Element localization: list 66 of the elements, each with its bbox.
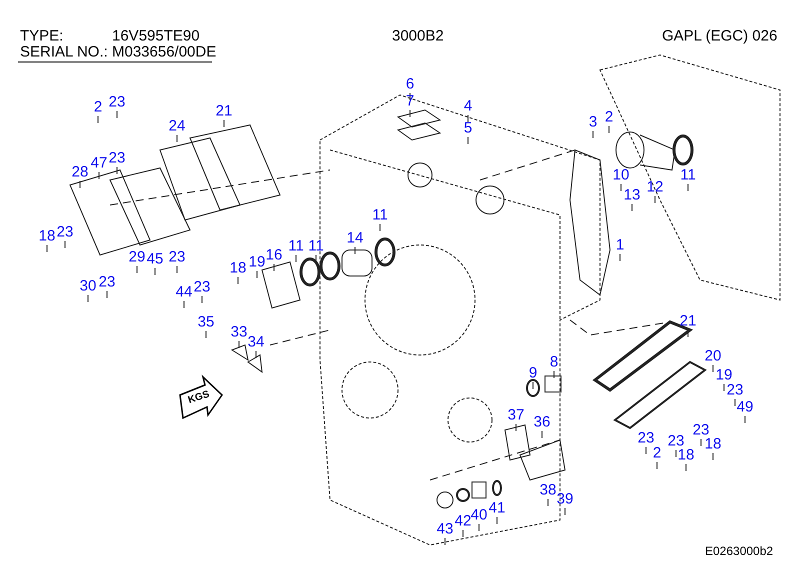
header-text: GAPL (EGC) 026 — [662, 28, 778, 44]
callout-number: 21 — [216, 104, 232, 118]
header-text: SERIAL NO.: — [20, 44, 108, 60]
callout-number: 11 — [680, 168, 696, 182]
callout-number: 2 — [652, 446, 662, 460]
callout-number: 23 — [668, 434, 684, 448]
callout-number: 20 — [704, 348, 722, 364]
callout-number: 3 — [588, 114, 598, 130]
callout-number: 18 — [678, 448, 694, 462]
callout-number: 23 — [726, 382, 744, 398]
callout-number: 34 — [248, 334, 264, 350]
callout-number: 47 — [90, 156, 108, 170]
callout-number: 23 — [56, 224, 74, 240]
callout-number: 49 — [736, 400, 754, 414]
callout-number: 23 — [108, 94, 126, 110]
callout-number: 43 — [436, 522, 454, 536]
callout-number: 8 — [550, 354, 558, 370]
callout-number: 11 — [372, 208, 388, 222]
callout-number: 35 — [198, 314, 214, 330]
callout-number: 18 — [704, 436, 722, 452]
callout-number: 19 — [248, 254, 266, 270]
callout-number: 4 — [464, 98, 472, 114]
callout-number: 9 — [528, 366, 538, 380]
callout-number: 5 — [464, 120, 472, 136]
header-text: 3000B2 — [392, 28, 444, 44]
callout-number: 18 — [230, 260, 246, 276]
callout-number: 1 — [616, 238, 624, 252]
callout-number: 11 — [288, 238, 304, 254]
callout-number: 10 — [612, 168, 630, 182]
direction-label: KGS — [187, 390, 211, 406]
header-text: 16V595TE90 — [112, 28, 200, 44]
callout-number: 13 — [624, 188, 640, 202]
callout-number: 24 — [168, 118, 186, 134]
callout-number: 30 — [80, 278, 96, 294]
callout-number: 23 — [168, 250, 186, 264]
callout-number: 14 — [346, 230, 364, 246]
callout-number: 11 — [308, 238, 324, 254]
callout-number: 41 — [488, 500, 506, 516]
callout-number: 37 — [508, 408, 524, 422]
callout-number: 21 — [680, 314, 696, 328]
callout-number: 40 — [470, 508, 488, 522]
callout-number: 23 — [98, 274, 116, 290]
header-text: TYPE: — [20, 28, 64, 44]
callout-number: 6 — [406, 76, 414, 92]
drawing-number: E0263000b2 — [705, 545, 774, 557]
callout-number: 18 — [38, 228, 56, 244]
callout-number: 23 — [638, 430, 654, 446]
callout-number: 33 — [230, 324, 248, 340]
callout-number: 38 — [540, 482, 556, 498]
callout-number: 7 — [406, 94, 414, 108]
callout-number: 23 — [692, 422, 710, 438]
callout-number: 16 — [266, 248, 282, 262]
callout-number: 19 — [716, 368, 732, 382]
callout-number: 23 — [108, 150, 126, 166]
callout-number: 39 — [556, 492, 574, 506]
callout-number: 36 — [534, 414, 550, 430]
callout-number: 12 — [646, 180, 664, 194]
callout-number: 2 — [604, 110, 614, 124]
callout-number: 23 — [194, 280, 210, 294]
callout-number: 44 — [176, 284, 192, 300]
callout-number: 2 — [94, 100, 102, 114]
header-text: M033656/00DE — [112, 44, 216, 60]
callout-number: 28 — [72, 164, 88, 180]
callout-number: 42 — [454, 514, 472, 528]
callout-number: 29 — [128, 250, 146, 264]
callout-number: 45 — [146, 252, 164, 266]
